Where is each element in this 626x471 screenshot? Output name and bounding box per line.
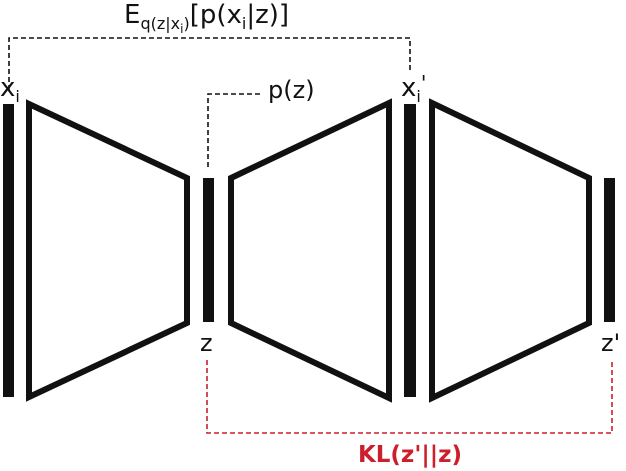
prior-label: p(z) — [268, 76, 315, 104]
latent-label: z — [200, 329, 213, 357]
latent-prime-label: z' — [601, 329, 620, 357]
prior-connector — [207, 93, 260, 167]
decoder-trapezoid — [228, 98, 392, 403]
kl-bracket — [206, 360, 613, 434]
expectation-label: Eq(z|xi)[p(xi|z)] — [124, 0, 289, 36]
reconstruction-bar — [404, 104, 416, 397]
expectation-bracket — [8, 37, 411, 90]
encoder-trapezoid — [26, 99, 190, 402]
input-label: xi — [0, 73, 20, 106]
latent-bar — [203, 178, 214, 322]
re-encoder-trapezoid — [429, 98, 592, 403]
reconstruction-label: xi' — [401, 71, 426, 106]
kl-label: KL(z'||z) — [358, 442, 462, 468]
input-bar — [3, 104, 14, 397]
latent-prime-bar — [604, 178, 615, 322]
